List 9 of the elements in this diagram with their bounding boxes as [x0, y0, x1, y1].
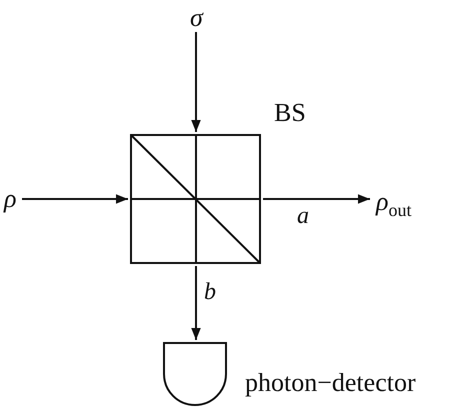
component-label: BS	[274, 100, 306, 126]
arrow	[191, 32, 201, 132]
arrow	[191, 266, 201, 340]
arrow	[22, 194, 128, 204]
symbol-label: σ	[186, 4, 207, 33]
arrow	[263, 194, 370, 204]
symbol-label: ρ$_{out}$	[372, 188, 416, 221]
detector-label: photon−detector	[245, 370, 416, 396]
symbol-label: ρ	[0, 185, 20, 214]
